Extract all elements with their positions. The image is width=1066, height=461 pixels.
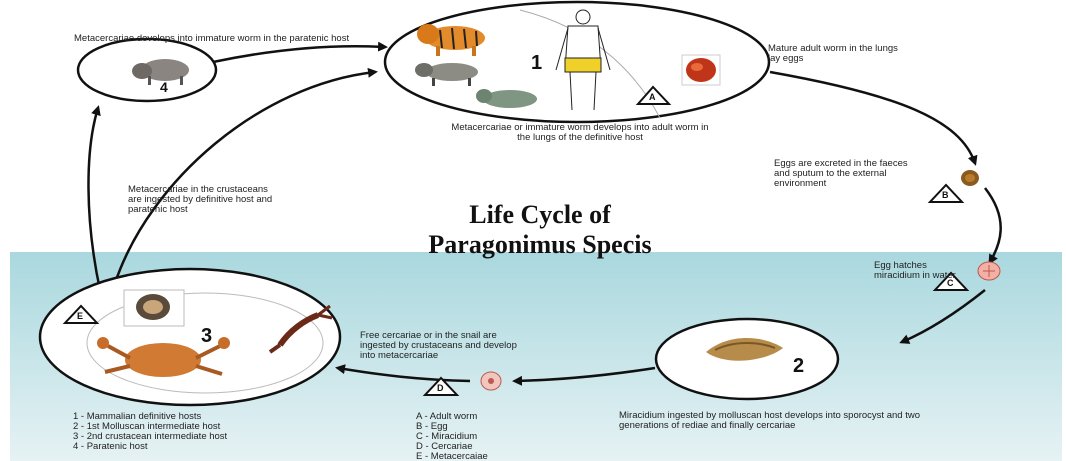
adult-worm-illustration bbox=[682, 55, 720, 85]
title-line-2: Paragonimus Specis bbox=[300, 230, 780, 260]
diagram-title: Life Cycle of Paragonimus Specis bbox=[300, 200, 780, 260]
stage-number-2: 2 bbox=[793, 355, 804, 378]
stage-number-1: 1 bbox=[531, 52, 542, 75]
miracidium-illustration bbox=[978, 262, 1000, 280]
stage-number-3: 3 bbox=[201, 325, 212, 348]
arrow-paratenic-to-definitive bbox=[213, 46, 385, 62]
stage-3-ellipse bbox=[40, 269, 340, 405]
legend-stage-e: E - Metacercaiae bbox=[416, 452, 488, 461]
caption-definitive: Metacercariae or immature worm develops … bbox=[445, 123, 715, 143]
egg-illustration bbox=[961, 170, 979, 186]
letter-b: B bbox=[942, 190, 949, 200]
arrow-egg-to-miracidium bbox=[985, 188, 1001, 262]
title-line-1: Life Cycle of bbox=[300, 200, 780, 230]
letter-e: E bbox=[77, 311, 83, 321]
cercariae-illustration bbox=[481, 372, 501, 390]
arrow-1-to-eggs bbox=[770, 72, 975, 163]
caption-miracidium: Miracidium ingested by molluscan host de… bbox=[619, 411, 929, 431]
legend-host-4: 4 - Paratenic host bbox=[73, 442, 227, 452]
stage-number-4: 4 bbox=[160, 79, 168, 95]
caption-ingested: Metacercariae in the crustaceans are ing… bbox=[128, 185, 278, 215]
letter-a: A bbox=[649, 92, 656, 102]
caption-free: Free cercariae or in the snail are inges… bbox=[360, 331, 520, 361]
caption-eggs: Eggs are excreted in the faeces and sput… bbox=[774, 159, 924, 189]
legend-hosts: 1 - Mammalian definitive hosts 2 - 1st M… bbox=[73, 412, 227, 452]
caption-hatch: Egg hatches miracidium in water bbox=[874, 261, 974, 281]
caption-paratenic: Metacercariae develops into immature wor… bbox=[74, 34, 374, 44]
letter-d: D bbox=[437, 383, 444, 393]
caption-mature: Mature adult worm in the lungs lay eggs bbox=[768, 44, 908, 64]
legend-stages: A - Adult worm B - Egg C - Miracidium D … bbox=[416, 412, 488, 461]
metacercaria-illustration bbox=[124, 290, 184, 326]
